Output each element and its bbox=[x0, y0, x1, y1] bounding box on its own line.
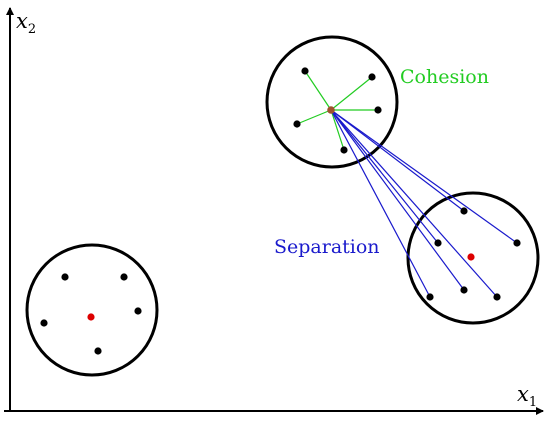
data-point bbox=[493, 293, 501, 301]
separation-label: Separation bbox=[274, 236, 380, 258]
centroid-right bbox=[467, 253, 475, 261]
cluster-circle-right bbox=[406, 191, 540, 325]
data-point bbox=[434, 239, 442, 247]
data-point bbox=[460, 286, 468, 294]
data-point bbox=[293, 120, 301, 128]
data-point bbox=[120, 273, 128, 281]
cohesion-label: Cohesion bbox=[400, 66, 489, 88]
cohesion-lines bbox=[296, 70, 378, 151]
data-point bbox=[426, 293, 434, 301]
focal-point bbox=[327, 106, 335, 114]
data-point bbox=[134, 307, 142, 315]
data-point bbox=[460, 207, 468, 215]
data-point bbox=[61, 273, 69, 281]
data-point bbox=[94, 347, 102, 355]
data-point bbox=[513, 239, 521, 247]
separation-lines bbox=[330, 109, 518, 298]
data-point bbox=[40, 319, 48, 327]
y-axis-label: x2 bbox=[16, 9, 36, 37]
cluster-points-bottom-left bbox=[40, 273, 142, 355]
x-axis-label: x1 bbox=[517, 382, 537, 410]
cluster-circle-top bbox=[265, 35, 399, 169]
cluster-circle-bottom-left bbox=[25, 243, 159, 377]
data-point bbox=[368, 73, 376, 81]
data-point bbox=[340, 146, 348, 154]
cluster-points-right bbox=[426, 207, 521, 301]
data-point bbox=[301, 67, 309, 75]
centroid-bottom-left bbox=[87, 313, 95, 321]
data-point bbox=[374, 106, 382, 114]
cluster-points-top bbox=[293, 67, 382, 154]
